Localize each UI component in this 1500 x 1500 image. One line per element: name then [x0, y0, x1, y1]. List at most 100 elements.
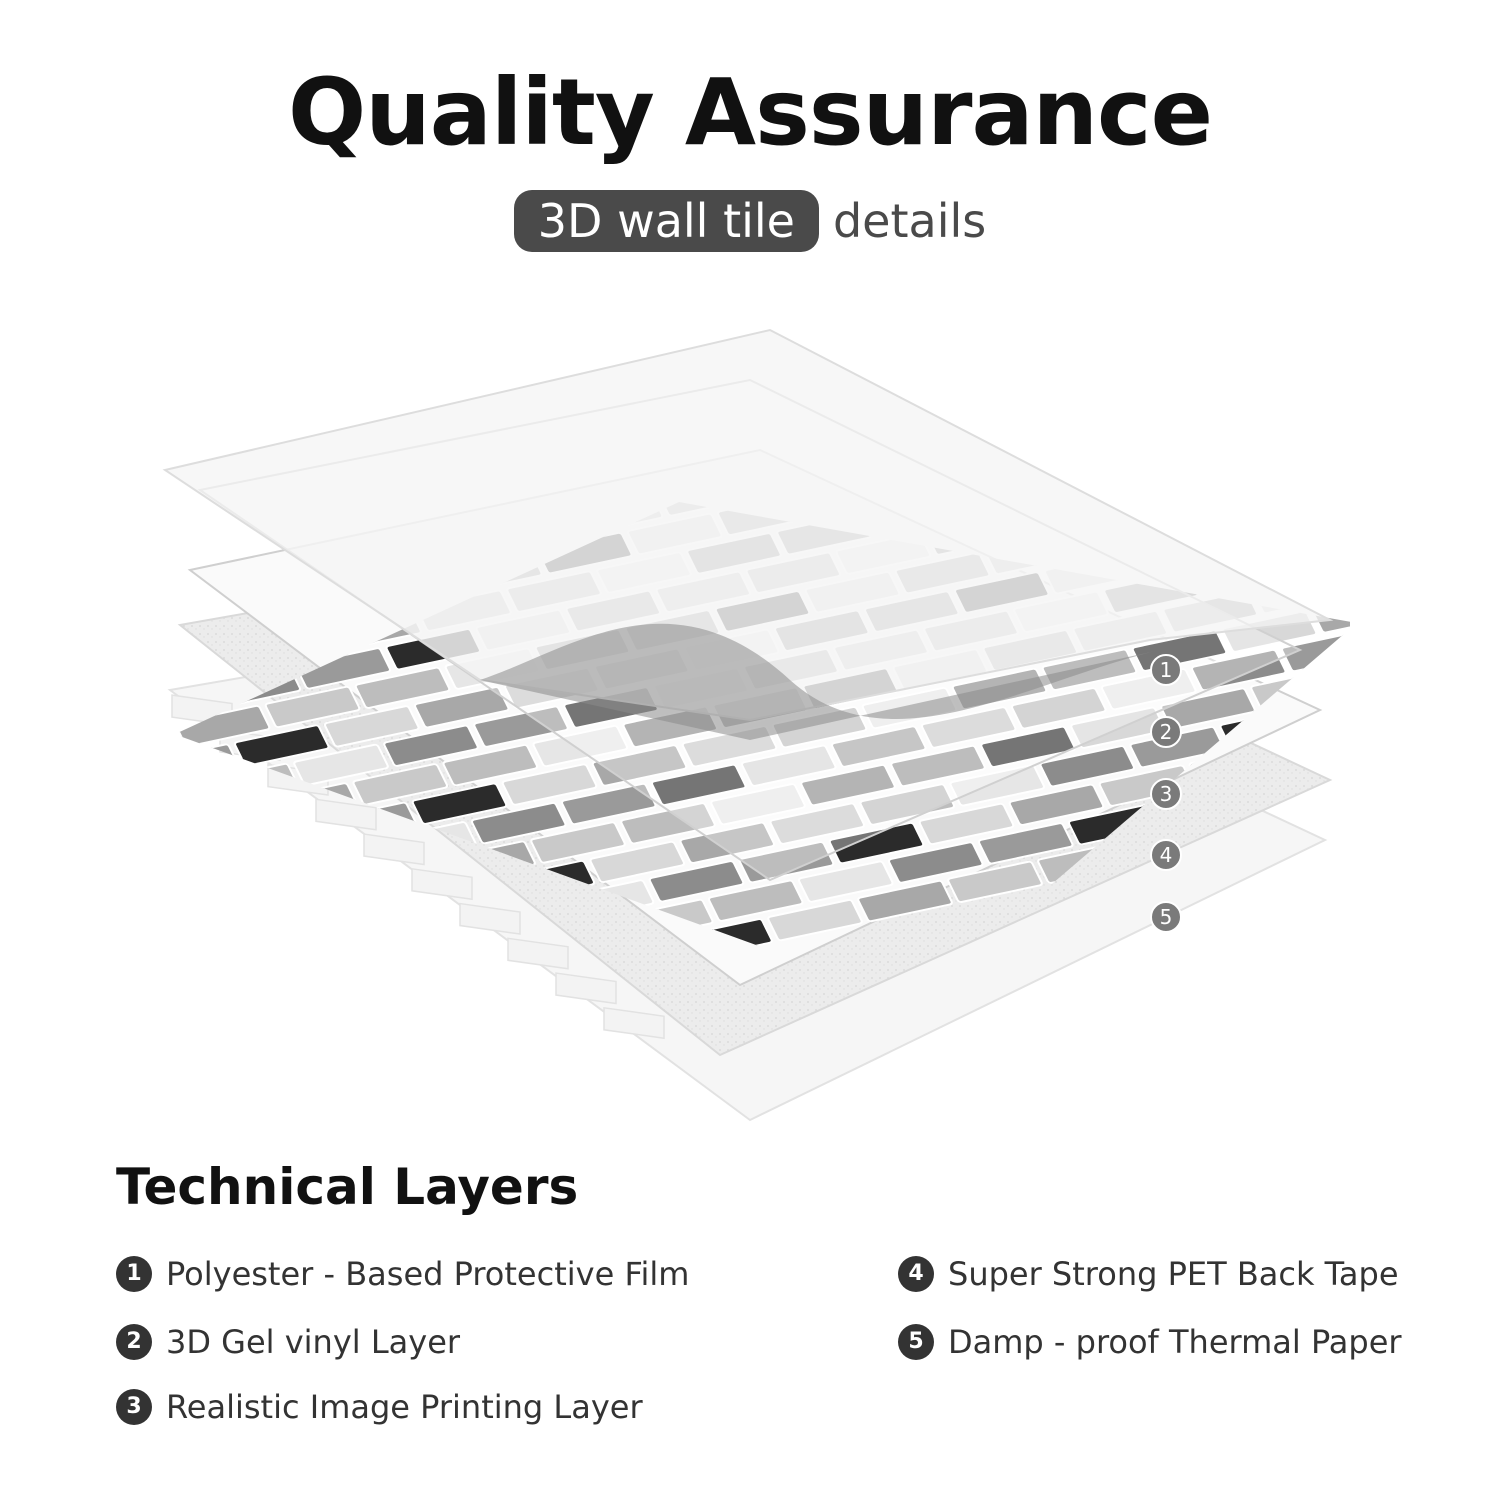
brick-tile	[1190, 649, 1287, 692]
brick-tile	[1010, 687, 1107, 730]
brick-tile	[648, 860, 745, 903]
callout-group: 1 2 3 4 5	[1150, 654, 1182, 933]
brick-tile	[1136, 436, 1232, 479]
brick-tile	[830, 725, 927, 768]
brick-tile	[1342, 552, 1350, 595]
brick-tile	[150, 743, 240, 786]
layer-label: 3D Gel vinyl Layer	[166, 1323, 461, 1361]
brick-tile	[411, 782, 508, 825]
brick-tile	[930, 321, 1026, 362]
brick-tile	[1017, 397, 1114, 440]
brick-tile	[1316, 398, 1350, 441]
subtitle-suffix: details	[832, 194, 987, 248]
brick-tile	[738, 841, 835, 884]
brick-tile	[264, 685, 361, 729]
brick-tile	[1197, 383, 1294, 402]
brick-tile	[650, 763, 747, 806]
brick-tile	[857, 879, 953, 923]
layer-protective-film	[162, 328, 1334, 740]
brick-tile	[473, 705, 569, 748]
brick-tile	[769, 802, 866, 845]
brick-tile	[233, 724, 330, 767]
brick-tile	[707, 879, 804, 922]
brick-tile	[1110, 320, 1206, 324]
layer-label: Realistic Image Printing Layer	[166, 1388, 643, 1426]
brick-tile	[1076, 417, 1173, 460]
brick-tile	[1138, 341, 1234, 382]
svg-text:3: 3	[1160, 782, 1173, 806]
number-badge: 1	[116, 1256, 152, 1292]
brick-tile	[1259, 320, 1350, 324]
brick-tile	[407, 975, 503, 1018]
technical-layers-heading: Technical Layers	[116, 1158, 579, 1216]
svg-text:2: 2	[1160, 720, 1173, 744]
brick-tile	[1285, 436, 1350, 480]
brick-tile	[1223, 513, 1320, 557]
brick-tile	[470, 802, 567, 845]
brick-tile	[1008, 783, 1105, 826]
brick-tile	[352, 763, 449, 806]
brick-tile	[589, 840, 686, 883]
brick-tile	[710, 783, 806, 826]
brick-tile	[319, 898, 416, 941]
svg-text:5: 5	[1160, 905, 1173, 929]
brick-tile	[1039, 745, 1136, 788]
number-badge: 3	[116, 1389, 152, 1425]
number-badge: 5	[898, 1324, 934, 1360]
brick-tile	[442, 744, 539, 787]
layer-label: Polyester - Based Protective Film	[166, 1255, 690, 1293]
brick-tile	[1048, 383, 1145, 402]
brick-tile	[200, 859, 297, 902]
brick-tile	[229, 917, 326, 960]
brick-tile	[989, 340, 1085, 381]
brick-tile	[532, 724, 629, 768]
svg-text:4: 4	[1160, 843, 1173, 867]
brick-tile	[172, 801, 269, 844]
layer-label: Damp - proof Thermal Paper	[948, 1323, 1402, 1361]
brick-tile	[859, 783, 956, 826]
brick-tile	[918, 802, 1015, 846]
brick-tile	[620, 802, 716, 845]
layer-item-5: 5 Damp - proof Thermal Paper	[898, 1320, 1402, 1361]
brick-tile	[383, 724, 479, 767]
brick-tile	[1337, 745, 1350, 788]
brick-tile	[1256, 383, 1350, 422]
brick-tile	[257, 975, 354, 1018]
callout-2: 2	[1150, 716, 1182, 748]
brick-tile	[899, 383, 995, 402]
brick-tile	[1344, 456, 1350, 499]
brick-tile	[530, 821, 626, 864]
layer-item-1: 1 Polyester - Based Protective Film	[116, 1252, 690, 1293]
brick-tile	[1313, 494, 1350, 537]
brick-tile	[1226, 417, 1322, 460]
brick-tile	[347, 956, 444, 999]
brick-tile	[150, 569, 155, 612]
brick-tile	[323, 705, 420, 748]
brick-tile	[977, 822, 1074, 865]
brick-tile	[949, 764, 1046, 807]
brick-tile	[231, 820, 328, 864]
brick-tile	[890, 744, 986, 788]
brick-tile	[1254, 475, 1350, 518]
brick-tile	[920, 706, 1017, 749]
callout-5: 5	[1150, 901, 1182, 933]
brick-tile	[560, 782, 657, 826]
page-title: Quality Assurance	[288, 59, 1213, 166]
brick-tile	[887, 841, 984, 884]
brick-tile	[1164, 494, 1261, 537]
layers-illustration: 1 2 3 4 5	[150, 320, 1350, 1122]
subtitle-pill: 3D wall tile	[513, 190, 819, 252]
brick-tile	[767, 899, 863, 942]
layer-item-3: 3 Realistic Image Printing Layer	[116, 1385, 643, 1426]
brick-tile	[1107, 383, 1204, 421]
brick-tile	[1079, 321, 1175, 362]
brick-tile	[354, 666, 451, 709]
brick-tile	[1307, 784, 1350, 827]
svg-text:1: 1	[1160, 658, 1173, 682]
callout-4: 4	[1150, 839, 1182, 871]
brick-tile	[1283, 533, 1350, 576]
number-badge: 2	[116, 1324, 152, 1360]
brick-tile	[1020, 320, 1116, 343]
